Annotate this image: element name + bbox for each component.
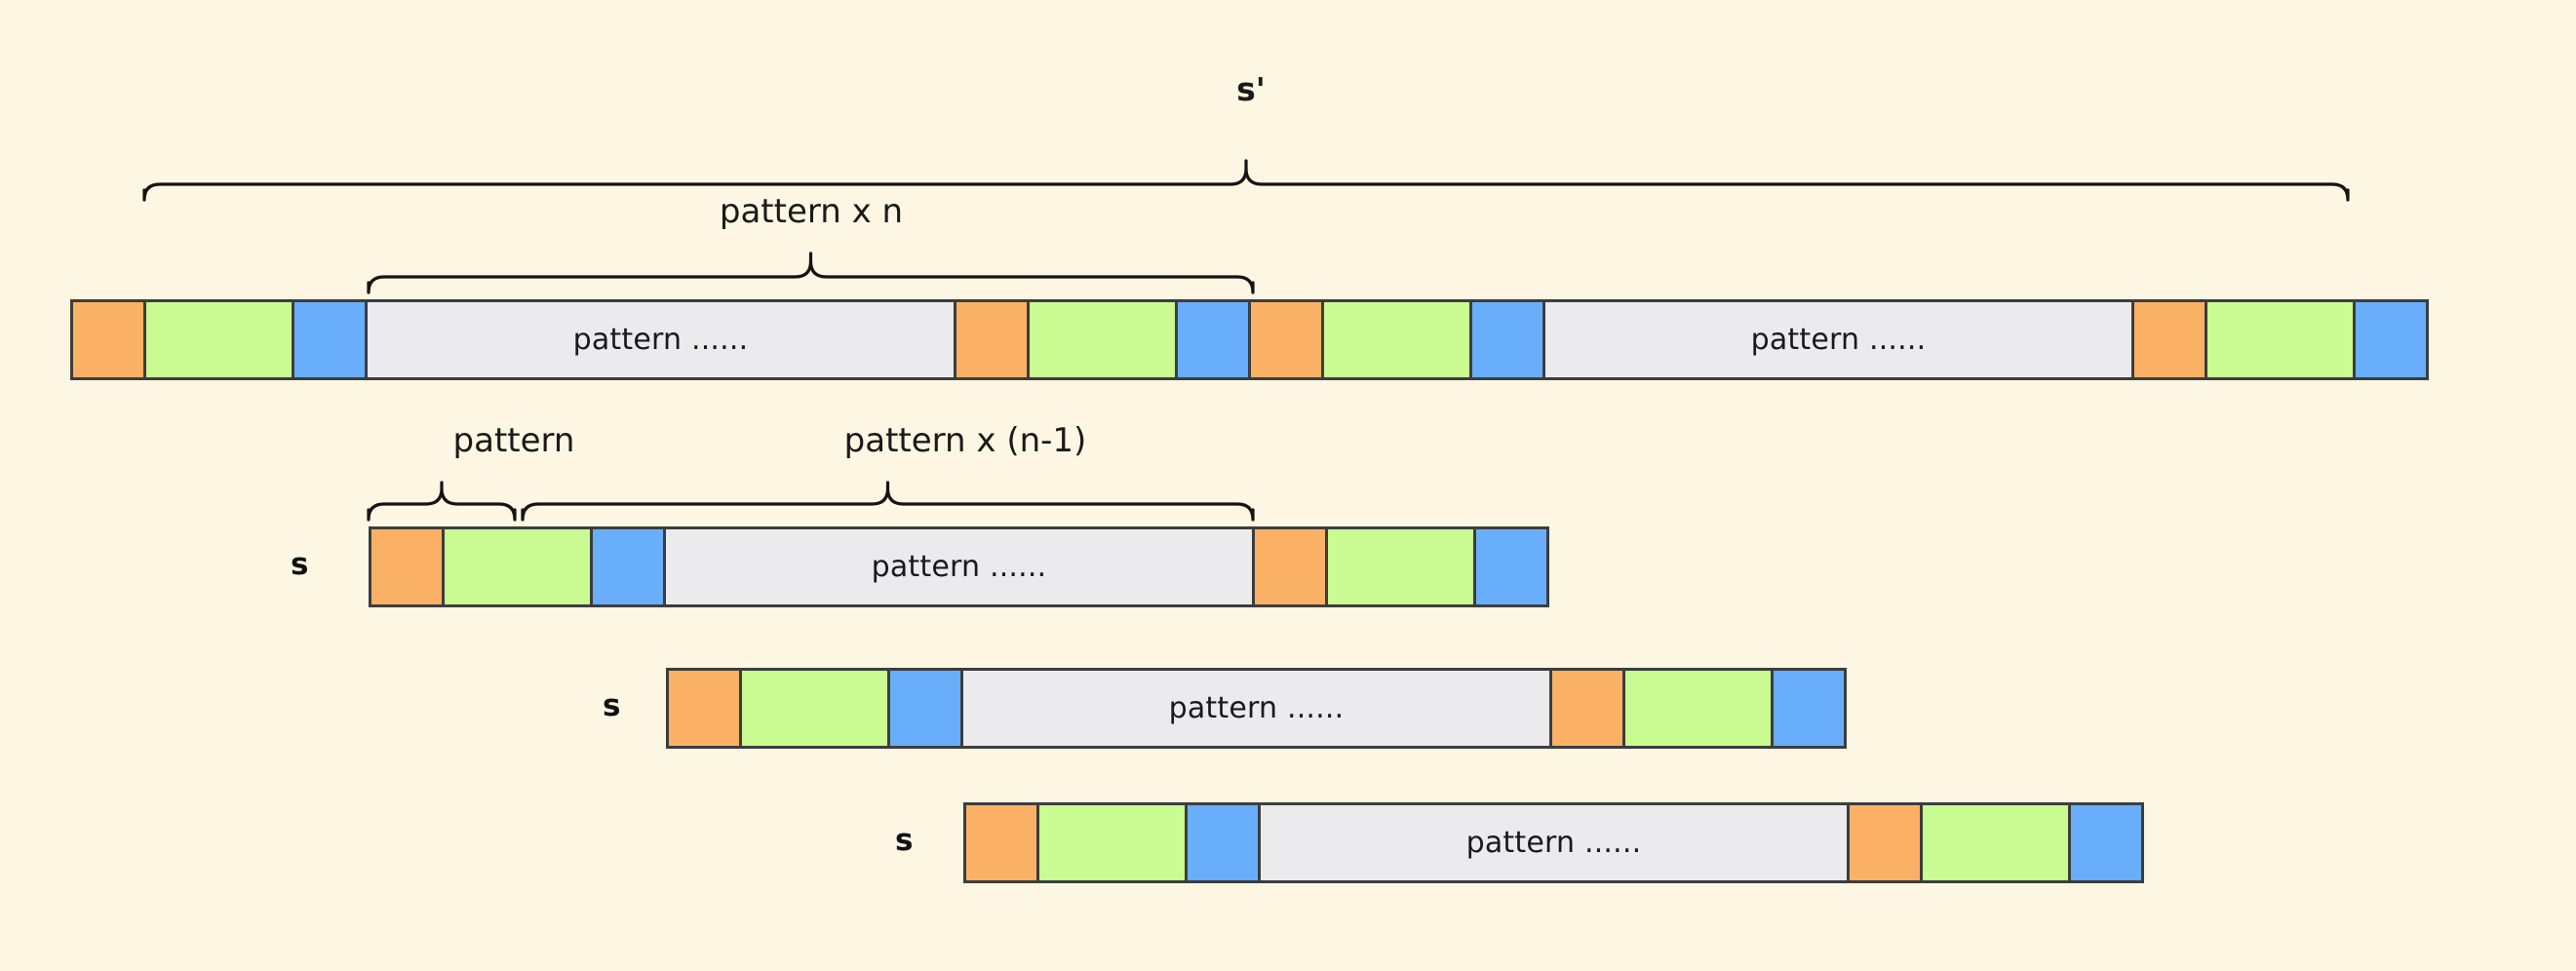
segment-gray: pattern ......: [1542, 299, 2134, 380]
segment-blue: [2353, 299, 2429, 380]
segment-blue: [1185, 802, 1261, 883]
segment-green: [2205, 299, 2356, 380]
pattern-ellipsis-label: pattern ......: [1750, 323, 1927, 357]
segment-green: [1325, 526, 1476, 607]
pattern-x-n-brace: [367, 252, 1255, 294]
row-s-2-caption: s: [603, 687, 621, 723]
pattern-x-n-brace-label: pattern x n: [719, 192, 904, 231]
segment-blue: [1175, 299, 1251, 380]
s-prime-brace: [142, 159, 2350, 202]
pattern-ellipsis-label: pattern ......: [1465, 826, 1642, 860]
segment-green: [739, 668, 890, 749]
pattern-brace-label: pattern: [452, 421, 575, 460]
segment-green: [1036, 802, 1188, 883]
segment-blue: [1473, 526, 1549, 607]
segment-green: [1027, 299, 1178, 380]
segment-blue: [887, 668, 963, 749]
pattern-x-n-minus-1-brace: [521, 481, 1255, 522]
segment-green: [1920, 802, 2071, 883]
segment-orange: [70, 299, 146, 380]
segment-blue: [1771, 668, 1847, 749]
segment-orange: [963, 802, 1039, 883]
row-s-2: pattern ......: [666, 668, 1847, 749]
segment-orange: [954, 299, 1030, 380]
segment-orange: [2131, 299, 2207, 380]
segment-gray: pattern ......: [960, 668, 1552, 749]
segment-orange: [666, 668, 742, 749]
pattern-x-n-minus-1-brace-label: pattern x (n-1): [843, 421, 1087, 460]
segment-green: [1321, 299, 1472, 380]
segment-blue: [292, 299, 368, 380]
segment-orange: [1549, 668, 1625, 749]
row-s-1: pattern ......: [369, 526, 1549, 607]
segment-orange: [1248, 299, 1324, 380]
segment-green: [442, 526, 593, 607]
segment-green: [143, 299, 294, 380]
row-s-3-caption: s: [895, 822, 914, 858]
segment-orange: [1252, 526, 1328, 607]
segment-gray: pattern ......: [1258, 802, 1850, 883]
pattern-ellipsis-label: pattern ......: [1168, 691, 1345, 725]
segment-gray: pattern ......: [365, 299, 956, 380]
pattern-ellipsis-label: pattern ......: [871, 550, 1047, 584]
row-s-prime: pattern ...... pattern ......: [70, 299, 2429, 380]
segment-orange: [369, 526, 445, 607]
pattern-ellipsis-label: pattern ......: [572, 323, 749, 357]
segment-blue: [1469, 299, 1545, 380]
segment-blue: [2068, 802, 2144, 883]
row-s-3: pattern ......: [963, 802, 2144, 883]
segment-orange: [1847, 802, 1923, 883]
segment-gray: pattern ......: [663, 526, 1255, 607]
s-prime-brace-label: s': [1236, 70, 1266, 108]
row-s-1-caption: s: [291, 546, 309, 582]
pattern-brace: [367, 481, 517, 522]
segment-green: [1622, 668, 1774, 749]
segment-blue: [590, 526, 666, 607]
